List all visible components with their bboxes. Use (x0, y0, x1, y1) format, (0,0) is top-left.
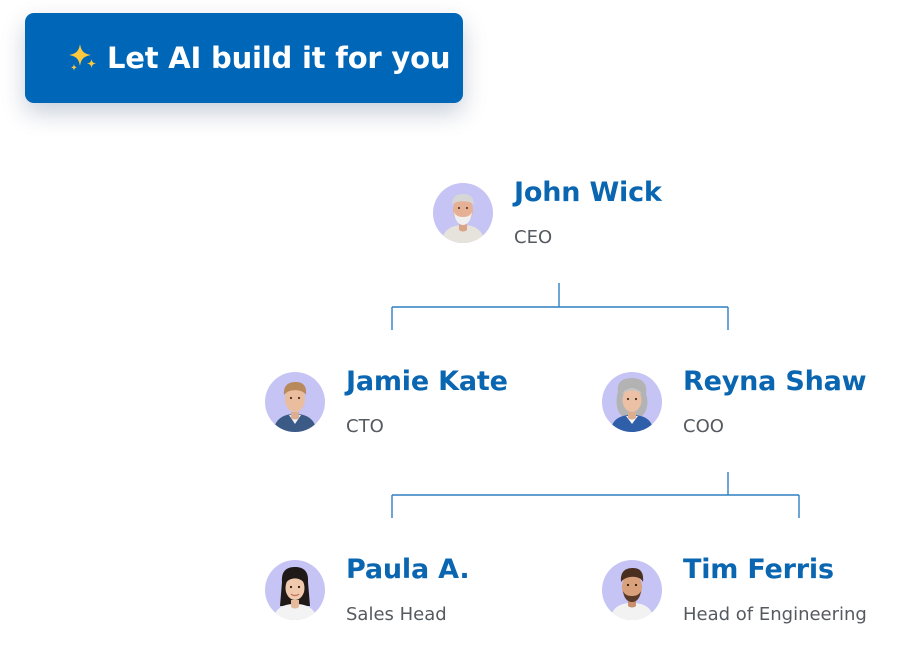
node-role: COO (683, 416, 724, 437)
node-role: CEO (514, 227, 553, 248)
node-name: Reyna Shaw (683, 366, 867, 397)
sparkles-icon (69, 44, 96, 71)
node-role: Sales Head (346, 604, 447, 625)
avatar-tim (602, 560, 662, 620)
node-name: Jamie Kate (346, 366, 508, 397)
node-name: John Wick (514, 177, 662, 208)
node-name: Paula A. (346, 554, 470, 585)
avatar-reyna (602, 372, 662, 432)
node-role: Head of Engineering (683, 604, 867, 625)
avatar-john (433, 183, 493, 243)
avatar-paula (265, 560, 325, 620)
ai-build-button[interactable]: Let AI build it for you (25, 13, 463, 103)
node-role: CTO (346, 416, 384, 437)
ai-build-label: Let AI build it for you (107, 41, 451, 75)
node-name: Tim Ferris (683, 554, 834, 585)
avatar-jamie (265, 372, 325, 432)
